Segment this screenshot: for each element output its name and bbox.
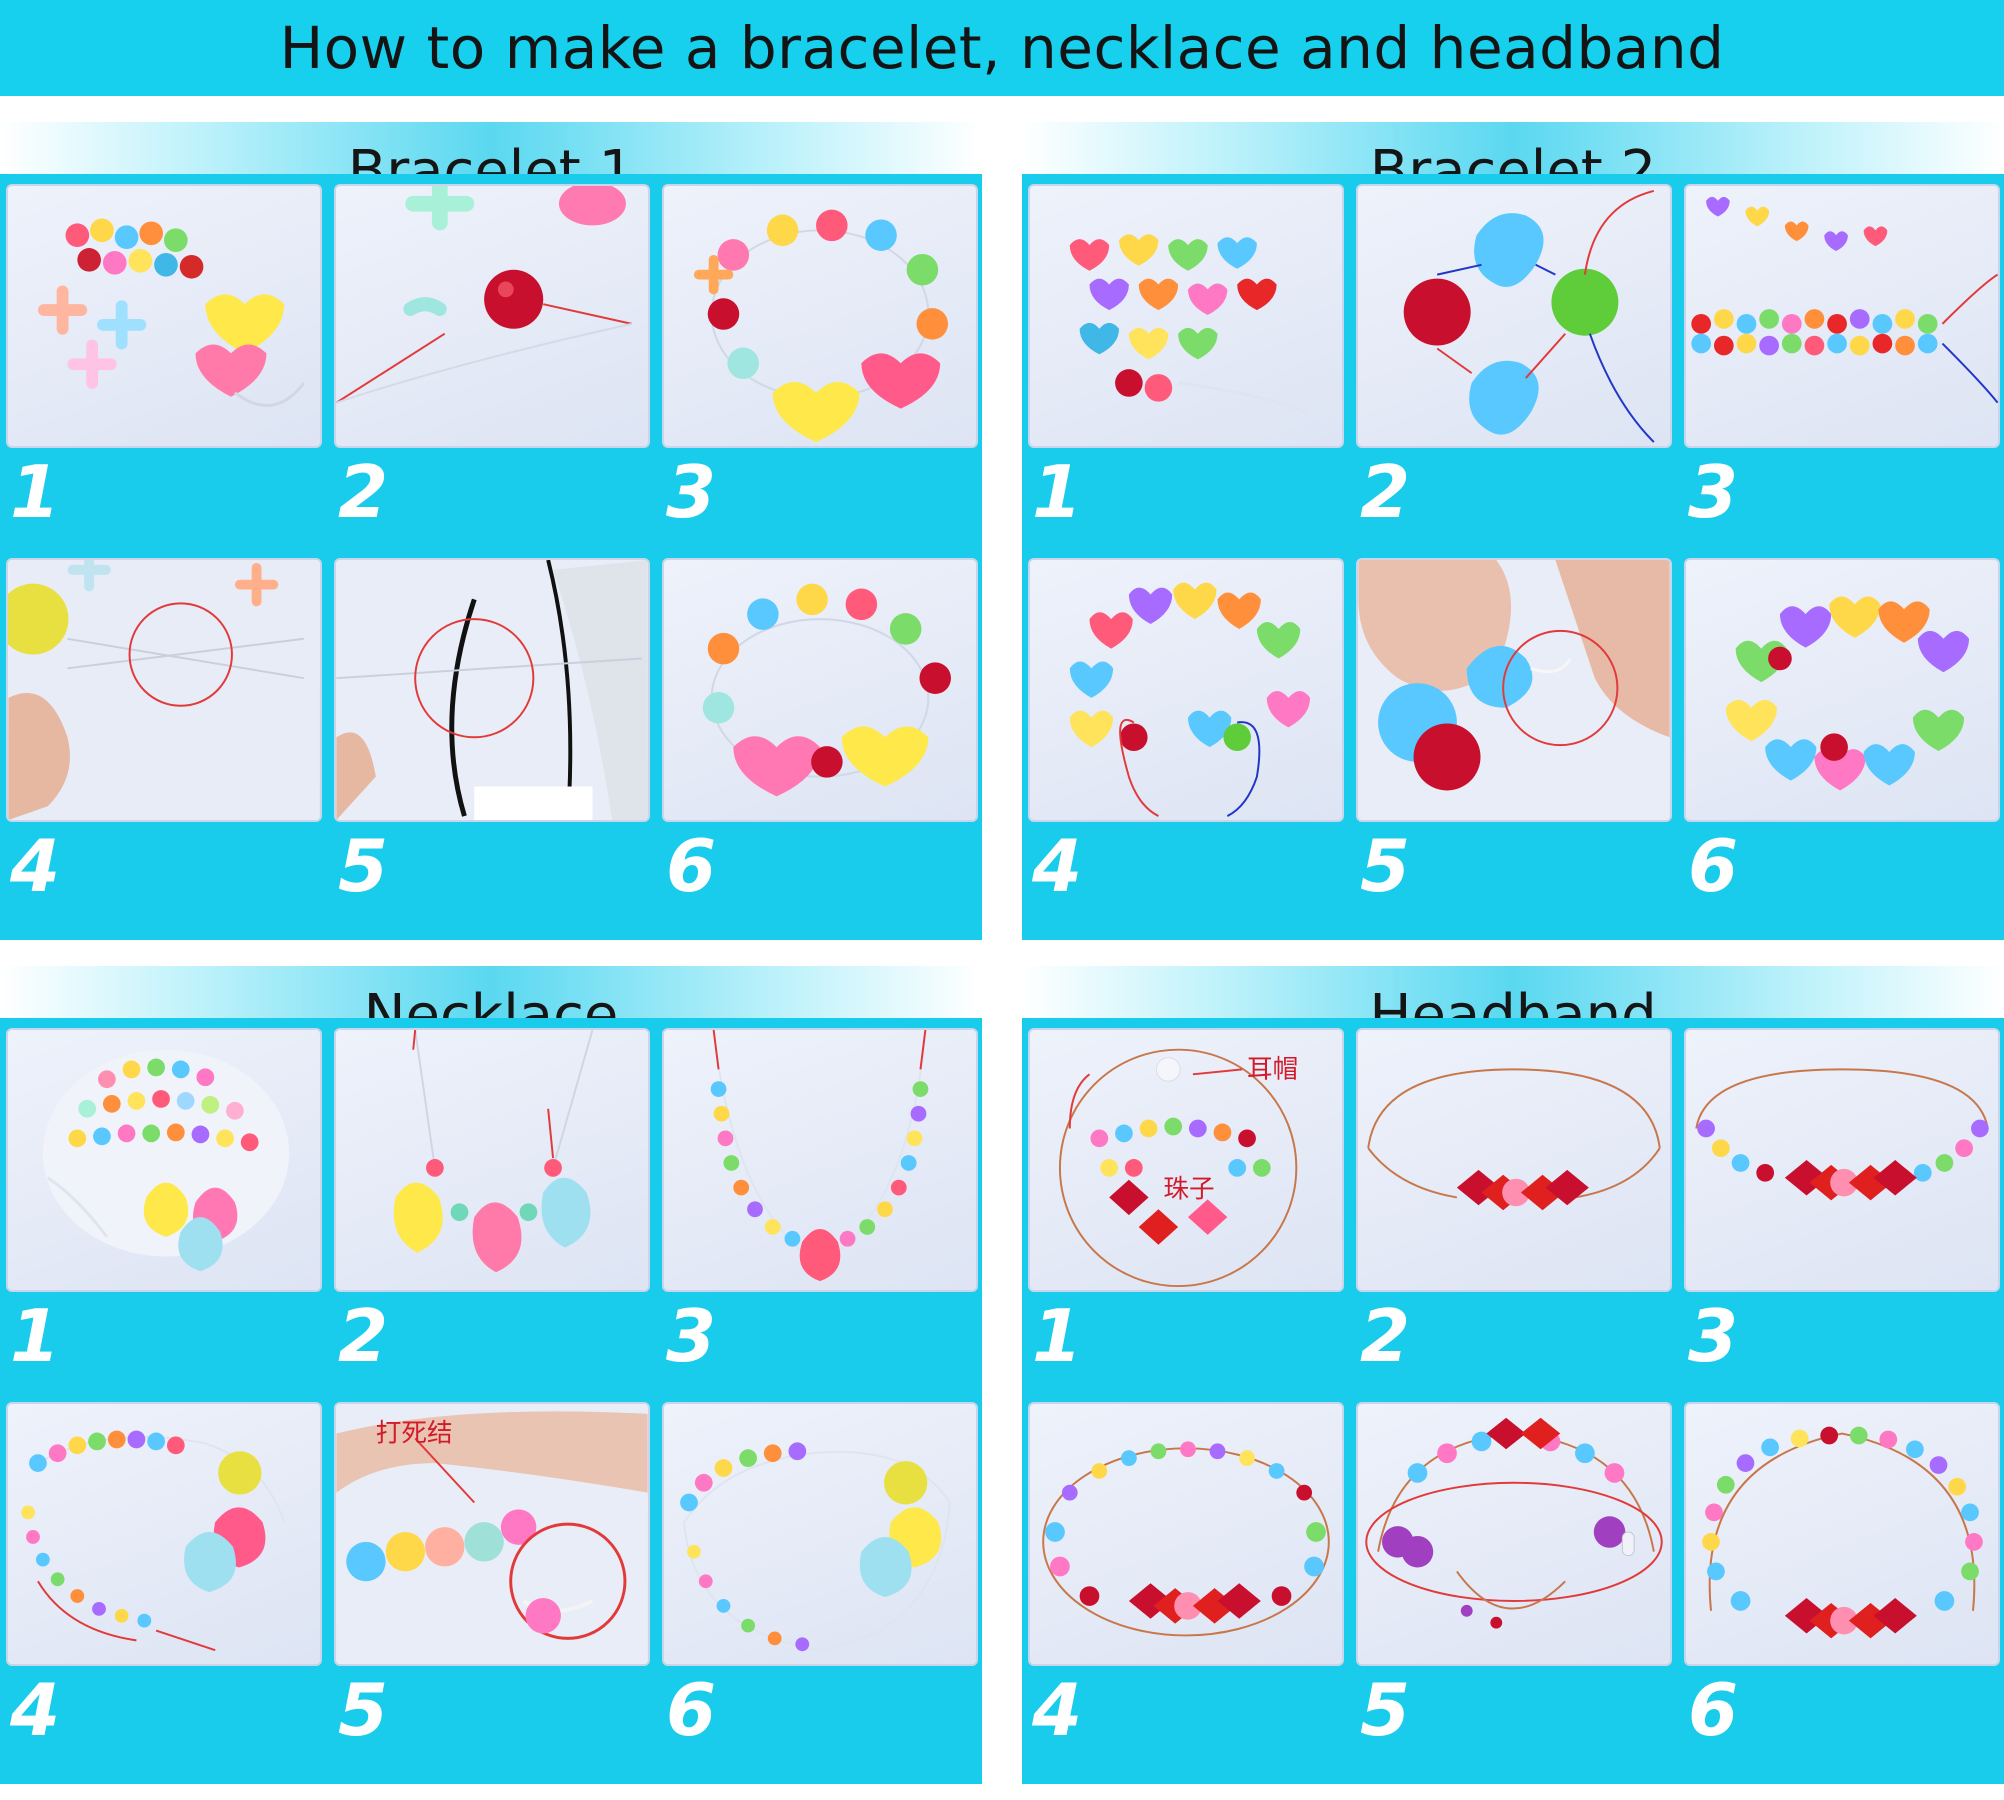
step-photo-1 (1028, 184, 1344, 448)
section-panel: 耳帽 珠子 (1022, 1018, 2004, 1784)
title-banner: How to make a bracelet, necklace and hea… (0, 0, 2004, 96)
step-photo-6 (662, 558, 978, 822)
step-photo-3 (662, 184, 978, 448)
step-photo-3 (1684, 184, 2000, 448)
annotation-ear-cap: 耳帽 (1247, 1054, 1298, 1084)
step-number: 4 (10, 1668, 61, 1752)
step-photo-5 (1356, 558, 1672, 822)
step-number: 3 (666, 450, 717, 534)
step-photo-5 (1356, 1402, 1672, 1666)
step-number: 1 (10, 450, 61, 534)
step-photo-1 (6, 184, 322, 448)
step-number: 4 (1032, 1668, 1083, 1752)
step-number: 3 (1688, 1294, 1739, 1378)
annotation-tie-knot: 打死结 (376, 1418, 453, 1448)
step-number: 1 (10, 1294, 61, 1378)
step-photo-5 (334, 558, 650, 822)
step-photo-2 (1356, 1028, 1672, 1292)
step-photo-2 (334, 184, 650, 448)
step-number: 1 (1032, 1294, 1083, 1378)
section-panel: 1 2 3 (1022, 174, 2004, 940)
step-photo-3 (662, 1028, 978, 1292)
step-photo-4 (1028, 558, 1344, 822)
step-number: 5 (1360, 824, 1411, 908)
step-number: 6 (1688, 1668, 1739, 1752)
step-number: 2 (1360, 450, 1411, 534)
step-number: 2 (1360, 1294, 1411, 1378)
step-number: 4 (1032, 824, 1083, 908)
step-number: 1 (1032, 450, 1083, 534)
annotation-beads: 珠子 (1163, 1174, 1214, 1204)
step-photo-1 (6, 1028, 322, 1292)
step-photo-6 (662, 1402, 978, 1666)
step-number: 5 (338, 1668, 389, 1752)
step-number: 3 (666, 1294, 717, 1378)
step-number: 2 (338, 1294, 389, 1378)
step-number: 3 (1688, 450, 1739, 534)
step-number: 5 (338, 824, 389, 908)
step-photo-4 (6, 1402, 322, 1666)
step-photo-2 (1356, 184, 1672, 448)
step-number: 4 (10, 824, 61, 908)
step-photo-3 (1684, 1028, 2000, 1292)
page-title: How to make a bracelet, necklace and hea… (279, 14, 1725, 82)
section-panel: 1 2 3 (0, 174, 982, 940)
section-panel: 1 2 3 (0, 1018, 982, 1784)
step-number: 6 (1688, 824, 1739, 908)
step-photo-5: 打死结 (334, 1402, 650, 1666)
step-number: 5 (1360, 1668, 1411, 1752)
step-photo-1: 耳帽 珠子 (1028, 1028, 1344, 1292)
step-photo-2 (334, 1028, 650, 1292)
step-photo-4 (6, 558, 322, 822)
step-photo-6 (1684, 558, 2000, 822)
step-number: 6 (666, 1668, 717, 1752)
step-number: 6 (666, 824, 717, 908)
step-photo-6 (1684, 1402, 2000, 1666)
step-photo-4 (1028, 1402, 1344, 1666)
step-number: 2 (338, 450, 389, 534)
